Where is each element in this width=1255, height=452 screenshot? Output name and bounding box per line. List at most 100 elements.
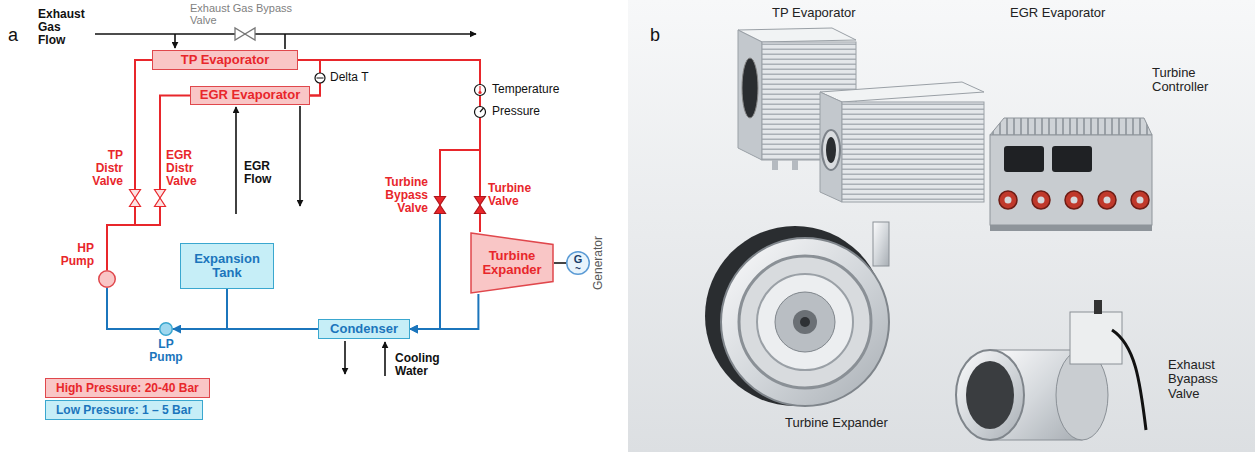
label-holder: HP Pump xyxy=(58,242,94,268)
drawing-part xyxy=(826,137,836,163)
generator-symbol: G~Generator xyxy=(566,251,590,275)
valve-half xyxy=(475,205,486,214)
annotation-label: TP Evaporator xyxy=(772,6,856,20)
valve-half xyxy=(475,197,486,206)
drawing-part xyxy=(1094,300,1102,314)
label-holder: Generator xyxy=(592,233,608,293)
circle-outline xyxy=(160,323,173,336)
annotation-label: Delta T xyxy=(330,71,368,84)
text-slot: G xyxy=(574,254,583,265)
drawing-part xyxy=(1052,146,1092,172)
drawing-part xyxy=(1038,197,1045,204)
box-label: EGR Evaporator xyxy=(200,88,300,102)
drawing-part xyxy=(245,28,255,40)
valve-symbol: Turbine Valve xyxy=(474,196,486,214)
label-holder: EGR Distr Valve xyxy=(166,149,204,189)
label-holder: Exhaust Byapass Valve xyxy=(1168,358,1230,401)
text-slot: Expansion Tank xyxy=(187,252,267,281)
pipe-line xyxy=(298,60,480,196)
pipe-line xyxy=(160,96,190,190)
label-holder: TP Distr Valve xyxy=(87,149,123,189)
egr-evaporator-picture xyxy=(820,82,984,202)
pipe-line xyxy=(410,214,440,329)
tank-box: Expansion Tank xyxy=(180,243,274,289)
pipe-line xyxy=(135,60,152,189)
legend-swatch: Low Pressure: 1 – 5 Bar xyxy=(45,400,203,420)
box-label: Expansion Tank xyxy=(187,252,267,281)
text-slot: TP Evaporator xyxy=(181,53,270,67)
drawing-part xyxy=(1098,191,1116,209)
drawing-part xyxy=(739,256,871,388)
drawing-part xyxy=(299,106,301,206)
annotation-label: Temperature xyxy=(492,83,559,96)
pump-symbol-outline xyxy=(159,322,173,336)
pipe-line xyxy=(479,214,481,232)
label-holder: Turbine Bypass Valve xyxy=(378,176,428,216)
drawing-part xyxy=(1131,191,1149,209)
legend-text: High Pressure: 20-40 Bar xyxy=(56,381,199,395)
drawing-part xyxy=(990,135,1152,225)
drawing-part xyxy=(820,92,842,202)
drawing-part xyxy=(1071,197,1078,204)
annotation-label: Exhaust Gas Bypass Valve xyxy=(190,2,298,26)
drawing-part xyxy=(1070,312,1122,364)
drawing-part xyxy=(174,34,176,48)
valve-half xyxy=(130,190,141,199)
drawing-part xyxy=(1137,197,1144,204)
turbine-controller-picture xyxy=(990,118,1152,231)
label-holder: TP Evaporator xyxy=(772,6,856,20)
circle-outline xyxy=(99,271,116,288)
exhaust-gas-lines xyxy=(95,34,476,376)
bypass-valve-symbol xyxy=(235,28,255,40)
exhaust-bypass-valve-picture xyxy=(956,300,1146,440)
drawing-part xyxy=(480,108,484,112)
box-label: TP Evaporator xyxy=(181,53,270,67)
drawing-part xyxy=(742,58,758,118)
annotation-label: Exhaust Byapass Valve xyxy=(1168,358,1230,401)
drawing-part xyxy=(478,91,481,94)
annotation-label: Turbine Controller xyxy=(1152,66,1232,95)
box-label: ~ xyxy=(575,265,581,272)
label-holder: Turbine Valve xyxy=(488,182,538,208)
valve-half xyxy=(130,198,141,207)
annotation-label: Pressure xyxy=(492,105,540,118)
pump-symbol: HP Pump xyxy=(98,270,116,288)
label-holder: Delta T xyxy=(330,71,368,84)
drawing-part xyxy=(235,107,237,214)
drawing-part xyxy=(1104,197,1111,204)
drawing-part xyxy=(1005,197,1012,204)
drawing-part xyxy=(384,342,386,376)
drawing-part xyxy=(284,34,286,49)
valve-half xyxy=(435,205,446,214)
valve-symbol: Turbine Bypass Valve xyxy=(434,196,446,214)
drawing-part xyxy=(999,191,1149,209)
annotation-label: Cooling Water xyxy=(395,352,445,378)
condenser-box: Condenser xyxy=(318,319,410,339)
label-holder: Exhaust Gas Flow xyxy=(38,8,88,48)
box-label: G xyxy=(574,254,583,265)
box-label: Turbine Expander xyxy=(477,249,547,278)
drawing-part xyxy=(793,310,817,334)
drawing-part xyxy=(738,30,762,160)
annotation-label: EGR Flow xyxy=(244,160,284,186)
label-holder: EGR Flow xyxy=(244,160,284,186)
pipe-line xyxy=(107,288,159,329)
drawing-part xyxy=(235,28,245,40)
valve-symbol-outline xyxy=(434,196,446,214)
drawing-part xyxy=(721,238,889,406)
pump-symbol: LP Pump xyxy=(159,322,173,336)
turbine-outline xyxy=(471,233,553,293)
node-caption: TP Distr Valve xyxy=(87,149,123,189)
label-holder: b xyxy=(650,26,660,46)
box-label: Condenser xyxy=(330,322,398,336)
pipe-line xyxy=(173,289,227,329)
valve-symbol-outline xyxy=(474,196,486,214)
pump-symbol-outline xyxy=(98,270,116,288)
node-caption: Generator xyxy=(592,233,605,293)
pipe-line xyxy=(410,294,478,329)
